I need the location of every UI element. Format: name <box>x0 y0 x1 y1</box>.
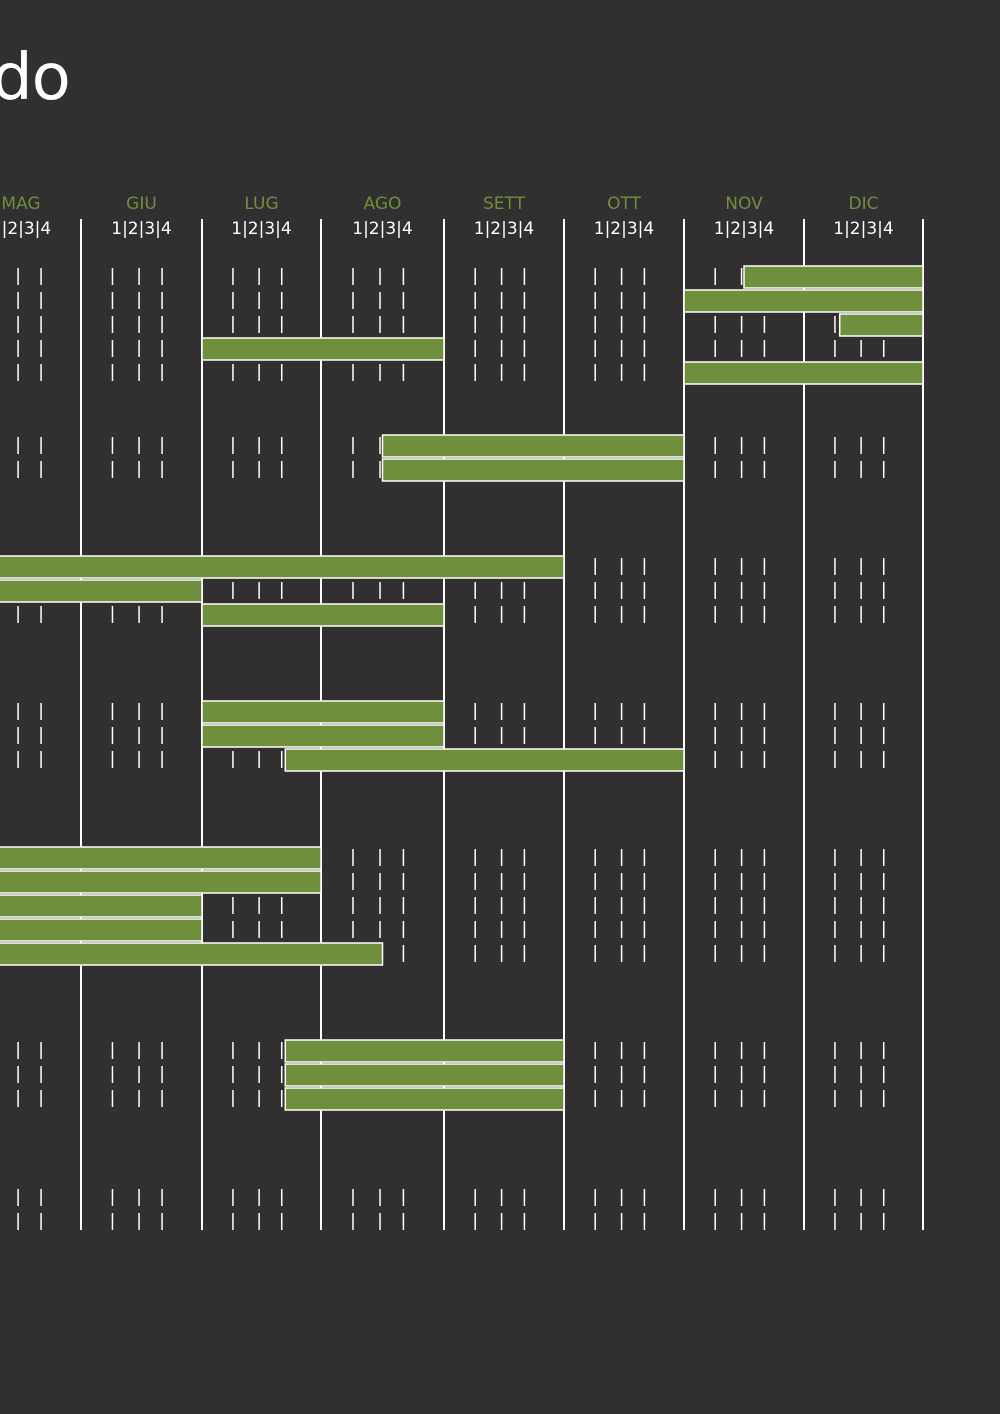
title-fragment: do <box>0 41 71 115</box>
task-bar <box>0 894 203 918</box>
task-bar <box>201 700 445 724</box>
month-label: DIC <box>849 194 879 214</box>
task-bar <box>284 1087 565 1111</box>
task-bar <box>0 846 322 870</box>
task-bar <box>0 579 203 603</box>
week-labels: 1|2|3|4 <box>833 219 893 239</box>
month-label: NOV <box>725 194 763 214</box>
task-bar <box>381 458 685 482</box>
month-label: OTT <box>607 194 641 214</box>
month-label: SETT <box>483 194 526 214</box>
task-bar <box>284 748 685 772</box>
task-bar <box>201 603 445 627</box>
month-label: MAG <box>1 194 40 214</box>
task-bar <box>0 555 565 579</box>
task-bar <box>838 313 924 337</box>
task-bar <box>284 1063 565 1087</box>
task-bar <box>201 337 445 361</box>
task-bar <box>201 724 445 748</box>
week-labels: 1|2|3|4 <box>111 219 171 239</box>
task-bar <box>0 918 203 942</box>
task-bar <box>381 434 685 458</box>
task-bar <box>0 870 322 894</box>
week-labels: 1|2|3|4 <box>474 219 534 239</box>
month-label: LUG <box>244 194 278 214</box>
week-labels: 1|2|3|4 <box>714 219 774 239</box>
task-bar <box>284 1039 565 1063</box>
week-labels: 1|2|3|4 <box>0 219 51 239</box>
task-bar <box>683 289 924 313</box>
week-labels: 1|2|3|4 <box>594 219 654 239</box>
month-label: AGO <box>364 194 402 214</box>
task-bar <box>0 942 384 966</box>
task-bar <box>743 265 924 289</box>
week-labels: 1|2|3|4 <box>352 219 412 239</box>
task-bar <box>683 361 924 385</box>
week-labels: 1|2|3|4 <box>231 219 291 239</box>
month-label: GIU <box>126 194 157 214</box>
